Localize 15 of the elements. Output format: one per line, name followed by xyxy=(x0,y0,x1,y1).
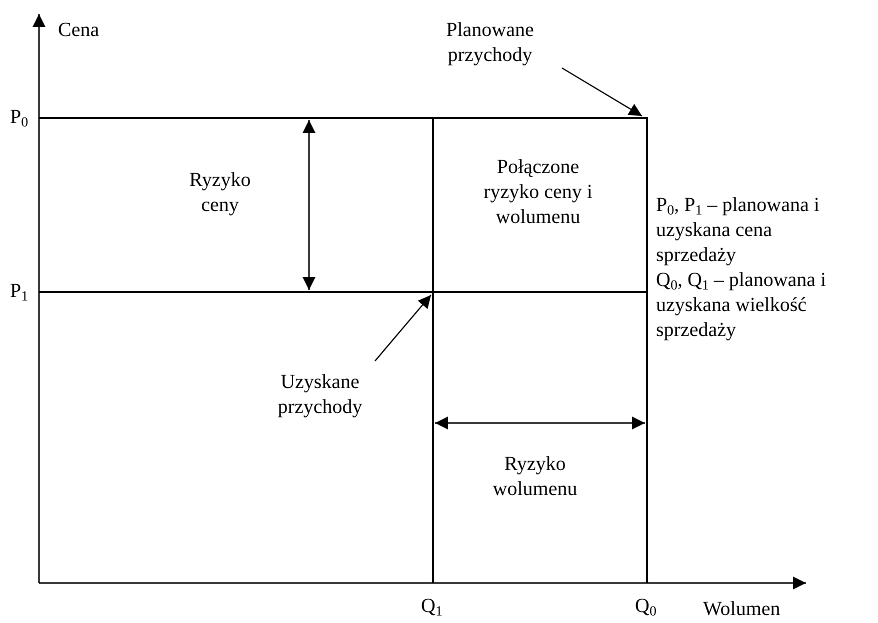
legend-note: P$_{0}$, P$_{1}$ – planowana i uzyskana cena sprzedaży xyxy=(656,193,820,268)
tick-label: Q$_{0}$ xyxy=(635,594,658,619)
axis-label: Cena xyxy=(58,18,100,43)
area-label: Ryzyko ceny xyxy=(188,168,252,218)
leader-line xyxy=(374,294,432,362)
tick-label: Q$_{1}$ xyxy=(421,594,444,619)
legend-note: Q$_{0}$, Q$_{1}$ – planowana i uzyskana wielkość sprzedaży xyxy=(656,268,828,343)
axis-label: Wolumen xyxy=(703,597,782,622)
tick-label: P$_{0}$ xyxy=(10,105,30,130)
callout-text: Uzyskane przychody xyxy=(260,370,380,420)
callout-text: Planowane przychody xyxy=(430,18,550,68)
tick-label: P$_{1}$ xyxy=(10,279,30,304)
area-label: Połączone ryzyko ceny i wolumenu xyxy=(482,155,594,230)
area-label: Ryzyko wolumenu xyxy=(492,452,578,502)
leader-line xyxy=(562,67,642,117)
